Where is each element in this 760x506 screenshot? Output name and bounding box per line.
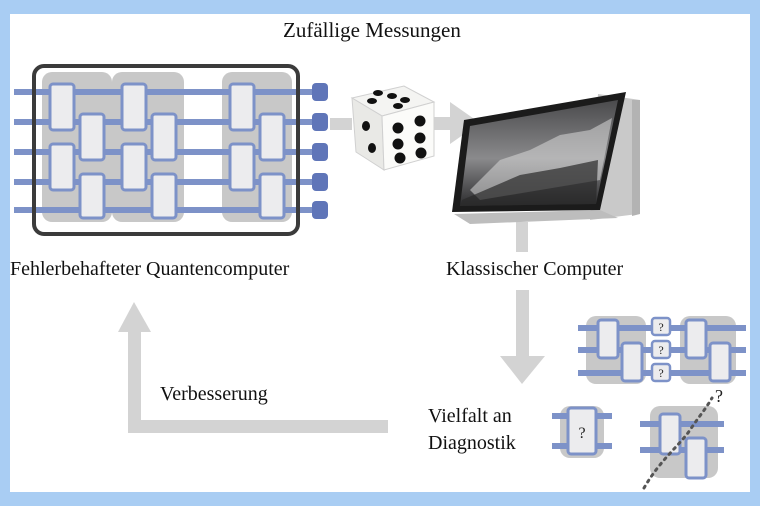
arrow-laptop-stub — [516, 222, 528, 252]
diagnostics-label-line1: Vielfalt an — [428, 405, 512, 427]
measurement-cap — [312, 83, 328, 101]
two-qubit-gate — [228, 142, 256, 192]
two-qubit-gate — [78, 172, 106, 220]
question-mark: ? — [658, 320, 663, 334]
question-mark: ? — [578, 425, 585, 442]
diagnostics-label-line2: Diagnostik — [428, 432, 516, 454]
question-mark: ? — [658, 366, 663, 380]
measurement-cap — [312, 143, 328, 161]
quantum-circuit — [14, 64, 328, 236]
arrow-feedback-horizontal — [128, 420, 388, 433]
question-mark: ? — [658, 343, 663, 357]
question-mark: ? — [715, 386, 723, 406]
two-qubit-gate — [48, 142, 76, 192]
classical-computer-label: Klassischer Computer — [446, 258, 624, 280]
measurement-cap — [312, 201, 328, 219]
two-qubit-gate — [120, 142, 148, 192]
two-qubit-gate — [150, 172, 178, 220]
diagnostic-circuit-small — [552, 406, 612, 458]
arrow-down-shaft — [516, 290, 529, 358]
flow-arrows — [118, 102, 545, 433]
two-qubit-gate — [258, 112, 286, 162]
measurement-cap — [312, 113, 328, 131]
quantum-computer-label: Fehlerbehafteter Quantencomputer — [10, 258, 290, 280]
measurement-cap — [312, 173, 328, 191]
quantum-computer-box — [32, 64, 300, 236]
arrow-down-head — [500, 356, 545, 384]
two-qubit-gate — [150, 112, 178, 162]
two-qubit-gate — [258, 172, 286, 220]
arrow-circuit-to-dice — [330, 118, 352, 130]
improvement-label: Verbesserung — [160, 383, 268, 405]
dice-icon — [350, 85, 436, 171]
two-qubit-gate — [120, 82, 148, 132]
two-qubit-gate — [228, 82, 256, 132]
two-qubit-gate — [48, 82, 76, 132]
two-qubit-gate — [78, 112, 106, 162]
arrow-feedback-vertical — [128, 330, 141, 433]
arrow-feedback-head — [118, 302, 151, 332]
diagnostic-circuit-cut — [640, 396, 724, 490]
arrow-dice-to-laptop-shaft — [434, 117, 452, 130]
title-label: Zufällige Messungen — [283, 18, 461, 42]
diagnostic-circuit-large — [578, 316, 746, 384]
laptop-icon — [452, 92, 640, 224]
